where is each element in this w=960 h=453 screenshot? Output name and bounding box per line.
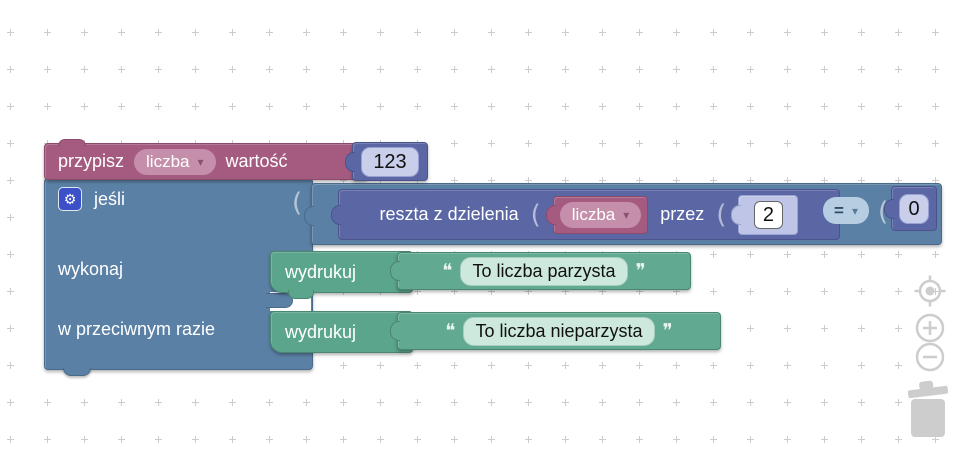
block-set-variable[interactable]: przypisz liczba ▾ wartość (	[44, 139, 368, 180]
block-number-0[interactable]: 0	[891, 186, 937, 231]
print-keyword: wydrukuj	[285, 261, 357, 282]
previous-connector	[58, 139, 86, 146]
do-label: wykonaj	[58, 259, 124, 279]
open-quote-icon: ❝	[445, 320, 456, 342]
block-variable-get[interactable]: liczba ▾	[552, 195, 649, 234]
string-field-odd[interactable]: To liczba nieparzysta	[463, 316, 655, 346]
string-field-even[interactable]: To liczba parzysta	[460, 256, 628, 286]
variable-dropdown-value: liczba	[146, 151, 190, 171]
operator-value: =	[834, 200, 844, 220]
zoom-reset-button[interactable]	[914, 275, 946, 307]
modulo-divisor-socket: (	[716, 199, 727, 230]
block-number-123[interactable]: 123	[352, 142, 428, 181]
trash-icon[interactable]	[907, 379, 949, 437]
workspace-controls	[907, 275, 949, 437]
if-label: jeśli	[94, 188, 126, 209]
condition-input-socket: (	[292, 188, 303, 218]
zoom-out-button[interactable]	[915, 342, 945, 372]
set-variable-value-label: wartość	[225, 151, 288, 171]
block-string-even[interactable]: ❝ To liczba parzysta ❞	[397, 252, 691, 290]
variable-dropdown[interactable]: liczba ▾	[134, 148, 216, 175]
else-label: w przeciwnym razie	[58, 319, 216, 339]
chevron-down-icon: ▾	[197, 154, 204, 169]
modulo-by-label: przez	[660, 204, 705, 224]
open-quote-icon: ❝	[442, 260, 453, 282]
compare-right-socket: (	[878, 197, 889, 227]
block-if-else[interactable]: ⚙ jeśli ( wykonaj w przeciwnym razie	[44, 178, 313, 370]
next-connector	[63, 368, 91, 376]
statement-elbow	[266, 293, 293, 308]
block-string-odd[interactable]: ❝ To liczba nieparzysta ❞	[397, 312, 721, 350]
modulo-dividend-socket: (	[530, 199, 541, 230]
print-next-connector	[288, 290, 314, 299]
block-modulo[interactable]: reszta z dzielenia ( liczba ▾ przez ( 2	[338, 189, 840, 240]
number-field-123[interactable]: 123	[361, 146, 419, 177]
block-number-2-shadow[interactable]: 2	[738, 194, 799, 235]
operator-dropdown[interactable]: = ▾	[823, 197, 869, 224]
number-field-2[interactable]: 2	[753, 200, 784, 229]
print-keyword: wydrukuj	[285, 321, 357, 342]
number-field-0[interactable]: 0	[899, 193, 929, 224]
block-compare[interactable]: reszta z dzielenia ( liczba ▾ przez ( 2 …	[304, 183, 942, 245]
variable-dropdown[interactable]: liczba ▾	[559, 201, 642, 228]
set-variable-keyword: przypisz	[58, 151, 125, 171]
close-quote-icon: ❞	[662, 320, 673, 342]
close-quote-icon: ❞	[635, 260, 646, 282]
chevron-down-icon: ▾	[851, 203, 858, 218]
gear-icon[interactable]: ⚙	[58, 187, 82, 211]
modulo-label: reszta z dzielenia	[379, 204, 519, 224]
chevron-down-icon: ▾	[623, 207, 630, 222]
gear-glyph: ⚙	[63, 190, 77, 207]
zoom-in-button[interactable]	[915, 313, 945, 343]
variable-dropdown-value: liczba	[571, 204, 616, 224]
